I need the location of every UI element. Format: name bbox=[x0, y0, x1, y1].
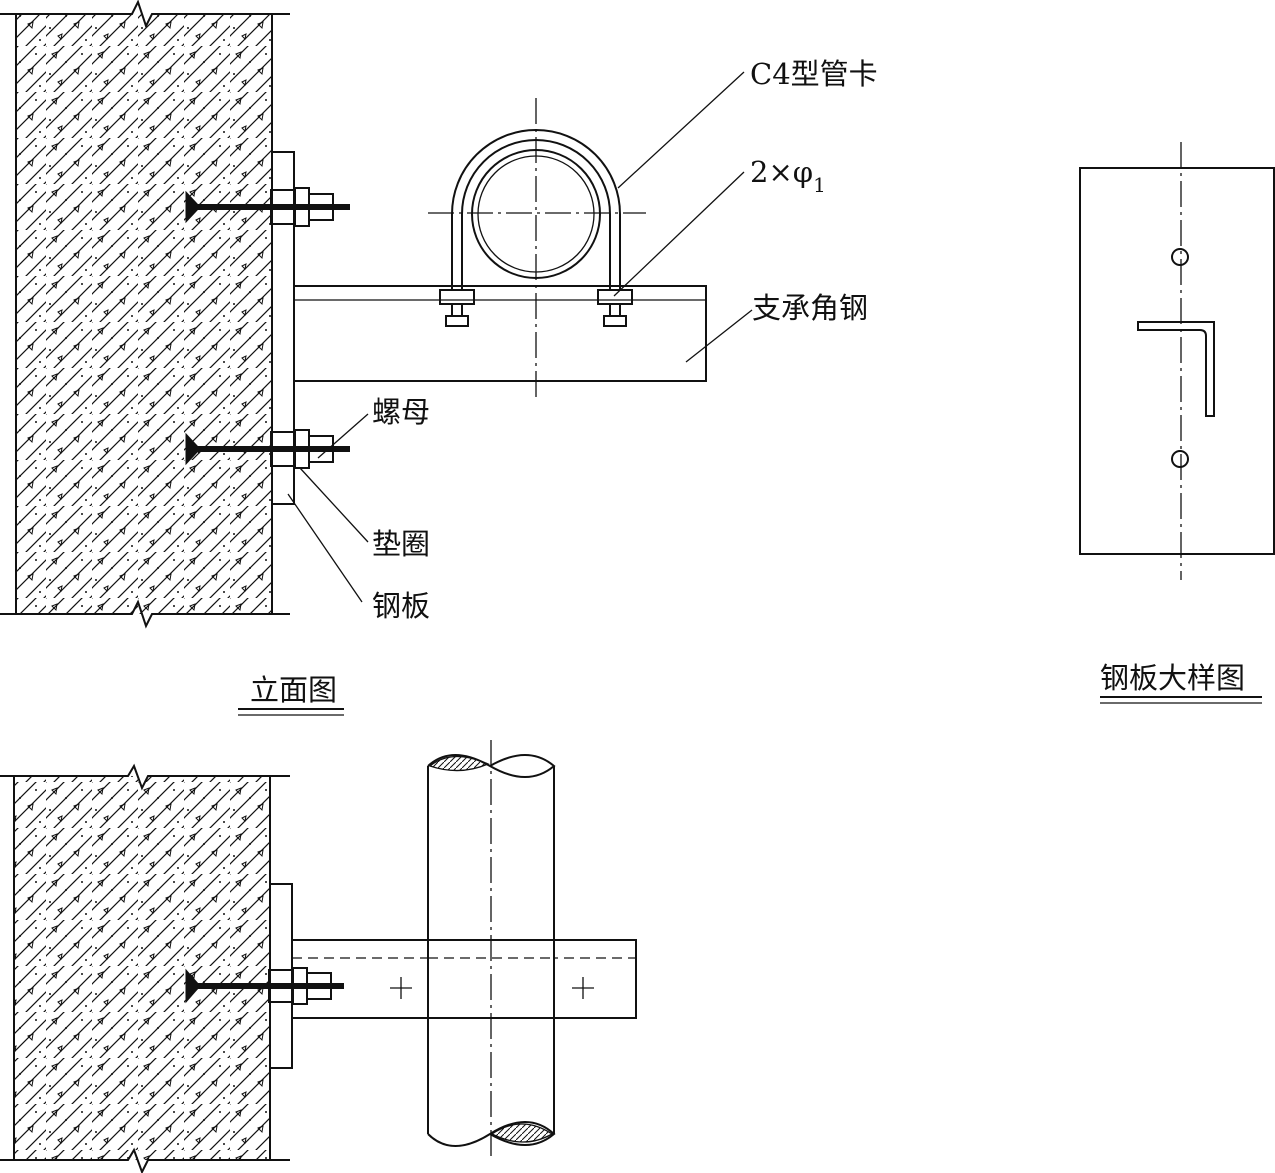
bolt-hole-lower bbox=[1171, 450, 1189, 468]
label-holes: 2×φ1 bbox=[750, 155, 826, 197]
label-washer: 垫圈 bbox=[372, 527, 430, 561]
support-angle-steel bbox=[293, 285, 707, 382]
steel-plate-plan bbox=[269, 883, 293, 1069]
label-nut: 螺母 bbox=[372, 395, 430, 429]
title-elevation: 立面图 bbox=[250, 673, 337, 707]
leader-support-angle bbox=[685, 309, 753, 363]
vertical-pipe bbox=[427, 740, 556, 1160]
steel-plate-detail bbox=[1079, 167, 1275, 555]
label-pipe-clamp: C4型管卡 bbox=[750, 57, 878, 91]
bolt-hole-upper bbox=[1171, 248, 1189, 266]
leader-holes bbox=[613, 171, 745, 297]
anchor-bolt-upper bbox=[185, 187, 350, 227]
concrete-wall-bottom bbox=[0, 763, 290, 1173]
anchor-bolt-plan bbox=[185, 967, 344, 1005]
plan-view bbox=[0, 740, 637, 1173]
concrete-wall-top bbox=[0, 0, 290, 629]
plus-mark-right bbox=[572, 977, 594, 999]
plate-detail-view: 钢板大样图 bbox=[1079, 142, 1275, 704]
leader-steel-plate bbox=[287, 493, 363, 603]
plus-mark-left bbox=[390, 977, 412, 999]
label-steel-plate: 钢板 bbox=[372, 589, 430, 623]
leader-nut bbox=[317, 413, 369, 459]
angle-profile bbox=[1137, 321, 1215, 417]
pipe-clamp-assembly bbox=[428, 98, 646, 400]
leader-pipe-clamp bbox=[617, 71, 745, 189]
leader-washer bbox=[299, 467, 369, 543]
anchor-bolt-lower bbox=[185, 429, 350, 469]
title-plate-detail: 钢板大样图 bbox=[1100, 661, 1245, 695]
elevation-view: C4型管卡 2×φ1 支承角钢 螺母 垫圈 钢板 立面图 bbox=[0, 0, 878, 716]
label-support-angle: 支承角钢 bbox=[752, 291, 868, 325]
